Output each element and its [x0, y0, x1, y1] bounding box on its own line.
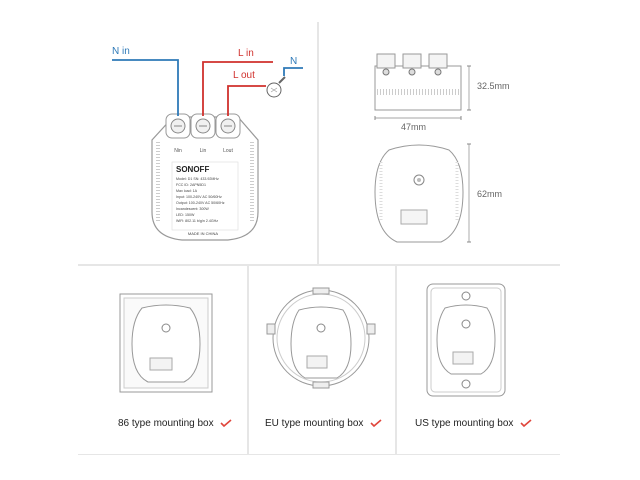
mounting-box-86-panel: 86 type mounting box: [78, 265, 248, 455]
mounting-box-86-label: 86 type mounting box: [118, 418, 214, 429]
n-label: N: [290, 56, 297, 67]
device-side-view: [374, 53, 462, 111]
spec-line: Max load: 1A: [176, 189, 198, 193]
n-in-label: N in: [112, 46, 130, 57]
spec-line: Input: 100-240V AC 50/60Hz: [176, 195, 222, 199]
l-in-label: L in: [238, 48, 254, 59]
height-dimension-line: [467, 65, 471, 111]
mounting-box-eu-caption: EU type mounting box: [265, 418, 382, 429]
check-mark-icon: [220, 419, 232, 428]
neutral-in-wire: [112, 59, 179, 116]
width-dimension-line: [374, 116, 462, 120]
live-out-wire: [227, 85, 266, 116]
device-back-view: [374, 144, 464, 243]
spec-line: WiFi: 802.11 b/g/n 2.4GHz: [176, 219, 218, 223]
terminal-l: [190, 113, 216, 139]
width-label: 47mm: [401, 122, 426, 132]
spec-line: LED: 150W: [176, 213, 195, 217]
spec-line: Model: D1 SN: 433.92MHz: [176, 177, 219, 181]
mounting-box-eu-panel: EU type mounting box: [248, 265, 396, 455]
mounting-box-us-panel: US type mounting box: [396, 265, 560, 455]
mounting-box-us-label: US type mounting box: [415, 418, 514, 429]
mounting-box-us-illustration: [426, 283, 506, 397]
check-mark-icon: [520, 419, 532, 428]
terminal-lout: [215, 113, 241, 139]
live-in-wire: [202, 61, 273, 116]
terminal-lout-label: Lout: [223, 148, 233, 154]
check-mark-icon: [370, 419, 382, 428]
spec-line: Incandescent: 300W: [176, 207, 209, 211]
mounting-box-86-illustration: [119, 293, 213, 393]
mounting-box-86-caption: 86 type mounting box: [118, 418, 232, 429]
device-front: [151, 116, 259, 241]
height-label: 32.5mm: [477, 81, 510, 91]
brand-logo: SONOFF: [176, 165, 209, 174]
dimensions-diagram: 32.5mm 47mm 62mm: [374, 53, 510, 243]
depth-label: 62mm: [477, 189, 502, 199]
spec-line: FCC ID: 2APN5D1: [176, 183, 206, 187]
neutral-out-wire: [283, 67, 303, 76]
light-bulb-icon: [266, 76, 286, 98]
terminal-n: [165, 113, 191, 139]
l-out-label: L out: [233, 70, 255, 81]
spec-line: Output: 100-240V AC 50/60Hz: [176, 201, 225, 205]
wiring-diagram-panel: Nin Lin Lout SONOFF Model: D1 SN: 433.92…: [78, 22, 318, 265]
terminal-l-label: Lin: [200, 148, 207, 154]
mounting-box-eu-illustration: [266, 287, 376, 389]
mounting-box-eu-label: EU type mounting box: [265, 418, 364, 429]
made-in-label: MADE IN CHINA: [188, 231, 219, 236]
wiring-diagram: Nin Lin Lout SONOFF Model: D1 SN: 433.92…: [112, 46, 303, 241]
mounting-box-us-caption: US type mounting box: [415, 418, 532, 429]
depth-dimension-line: [467, 143, 471, 243]
terminal-n-label: Nin: [174, 148, 182, 154]
dimensions-panel: 32.5mm 47mm 62mm: [318, 22, 560, 265]
